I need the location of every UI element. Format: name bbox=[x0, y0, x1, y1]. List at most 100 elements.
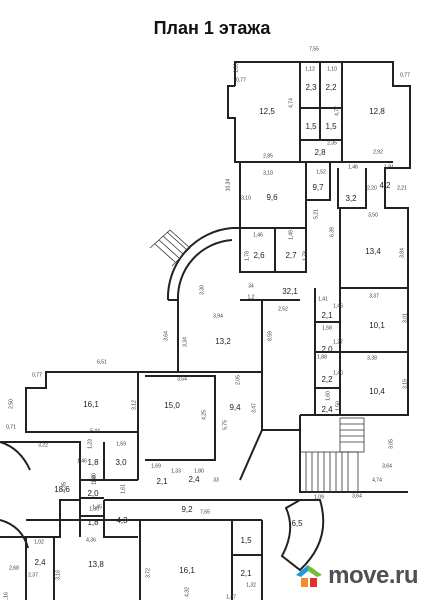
dimension-label: 0,77 bbox=[236, 77, 246, 83]
room-area-label: 4,3 bbox=[116, 516, 128, 525]
room-area-label: 13,2 bbox=[215, 337, 231, 346]
dimension-label: 1,10 bbox=[327, 66, 337, 72]
stair-main-outline bbox=[299, 451, 359, 493]
wall-upper-outline bbox=[234, 61, 411, 416]
stair-rotunda-step-1 bbox=[154, 243, 176, 263]
dimension-label: 3,64 bbox=[163, 331, 169, 341]
room-area-label: 13,8 bbox=[88, 560, 104, 569]
stair-rotunda-outline bbox=[149, 229, 191, 267]
room-area-label: 3,0 bbox=[115, 458, 127, 467]
room-area-label: 1,8 bbox=[87, 458, 99, 467]
room-area-label: 10,4 bbox=[369, 387, 385, 396]
room-area-label: 2,8 bbox=[314, 148, 326, 157]
room-area-label: 2,4 bbox=[188, 475, 200, 484]
dimension-label: 1,39 bbox=[233, 63, 239, 73]
dimension-label: 1,30 bbox=[89, 506, 99, 512]
wall-room-26 bbox=[239, 228, 307, 273]
dimension-label: 1,46 bbox=[333, 303, 343, 309]
dimension-label: 5,21 bbox=[313, 209, 319, 219]
room-area-label: 2,4 bbox=[321, 405, 333, 414]
dimension-label: 3,22 bbox=[38, 442, 48, 448]
dimension-label: 3,05 bbox=[388, 439, 394, 449]
dimension-label: 4,74 bbox=[372, 477, 382, 483]
room-area-label: 6,5 bbox=[291, 519, 303, 528]
dimension-label: 1,33 bbox=[171, 468, 181, 474]
wall-room-65 bbox=[280, 499, 325, 572]
room-area-label: 2,0 bbox=[87, 489, 99, 498]
dimension-label: 1,46 bbox=[253, 232, 263, 238]
dimension-label: 3,34 bbox=[182, 337, 188, 347]
dimension-label: 7,55 bbox=[309, 46, 319, 52]
wall-room-150 bbox=[145, 375, 216, 461]
dimension-label: 2,35 bbox=[327, 140, 337, 146]
dimension-label: 7,65 bbox=[200, 509, 210, 515]
dimension-label: 10,34 bbox=[225, 179, 231, 192]
room-area-label: 9,7 bbox=[312, 183, 324, 192]
dimension-label: 3,64 bbox=[382, 463, 392, 469]
room-area-label: 2,6 bbox=[253, 251, 265, 260]
dimension-label: 1,49 bbox=[288, 230, 294, 240]
dimension-label: 1,45 bbox=[92, 504, 102, 510]
dimension-label: 3,54 bbox=[177, 376, 187, 382]
dimension-label: 3,12 bbox=[131, 400, 137, 410]
wall-left-curve bbox=[0, 441, 31, 471]
dimension-label: 5,75 bbox=[222, 420, 228, 430]
dimension-label: 2,21 bbox=[397, 185, 407, 191]
dimension-label: 1,80 bbox=[194, 468, 204, 474]
wall-right-lower bbox=[299, 415, 408, 493]
dimension-label: 2,50 bbox=[8, 399, 14, 409]
dimension-label: 1,60 bbox=[325, 391, 331, 401]
move-ru-watermark: move.ru bbox=[294, 562, 418, 590]
dimension-label: 3,64 bbox=[352, 493, 362, 499]
dimension-label: 3,84 bbox=[399, 248, 405, 258]
dimension-label: 2,92 bbox=[373, 149, 383, 155]
wall-rotunda-inner bbox=[176, 239, 233, 301]
dimension-label: 3,72 bbox=[145, 568, 151, 578]
dimension-label: 6,51 bbox=[97, 359, 107, 365]
wall-lower-left bbox=[0, 441, 81, 538]
dimension-label: 1,69 bbox=[151, 463, 161, 469]
dimension-label: 1,78 bbox=[302, 251, 308, 261]
room-area-label: 2,3 bbox=[305, 83, 317, 92]
dimension-label: 1,46 bbox=[77, 458, 87, 464]
dimension-label: 1,16 bbox=[3, 592, 9, 600]
dimension-label: 2,20 bbox=[367, 185, 377, 191]
room-area-label: 16,1 bbox=[83, 400, 99, 409]
dimension-label: 3,30 bbox=[199, 285, 205, 295]
room-area-label: 2,2 bbox=[325, 83, 337, 92]
dimension-label: 4,77 bbox=[334, 106, 340, 116]
dimension-label: 3,47 bbox=[251, 403, 257, 413]
dimension-label: 1,58 bbox=[322, 325, 332, 331]
room-area-label: 9,2 bbox=[181, 505, 193, 514]
wall-rotunda bbox=[166, 227, 233, 301]
dimension-label: 3,94 bbox=[213, 313, 223, 319]
dimension-label: 1,52 bbox=[316, 169, 326, 175]
dimension-label: 1,2 bbox=[248, 294, 255, 300]
room-area-label: 2,2 bbox=[321, 375, 333, 384]
wall-left-wing bbox=[25, 371, 178, 433]
dimension-label: 1,47 bbox=[226, 594, 236, 600]
dimension-label: 5,44 bbox=[90, 428, 100, 434]
dimension-label: 3,38 bbox=[367, 355, 377, 361]
dimension-label: 4,32 bbox=[184, 587, 190, 597]
dimension-label: 3,10 bbox=[263, 170, 273, 176]
room-area-label: 2,7 bbox=[285, 251, 297, 260]
stairs bbox=[149, 229, 365, 493]
house-icon bbox=[296, 565, 323, 587]
dimension-label: 1,91 bbox=[384, 164, 394, 170]
dimension-label: 2,05 bbox=[235, 375, 241, 385]
room-area-label: 2,1 bbox=[240, 569, 252, 578]
room-area-label: 16,1 bbox=[179, 566, 195, 575]
dimension-label: 1,59 bbox=[116, 441, 126, 447]
wall-room-94 bbox=[215, 371, 263, 481]
dimension-label: 2,37 bbox=[28, 572, 38, 578]
dimension-label: 4,35 bbox=[61, 482, 67, 492]
dimension-label: 6,39 bbox=[329, 227, 335, 237]
dimension-label: 3,10 bbox=[241, 195, 251, 201]
dimension-label: 1,61 bbox=[120, 484, 126, 494]
dimension-label: 0,77 bbox=[400, 72, 410, 78]
